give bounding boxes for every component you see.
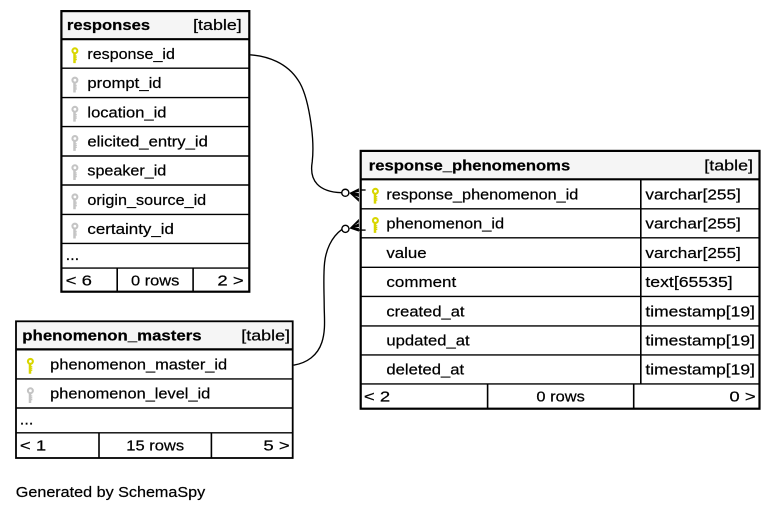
svg-text:15 rows: 15 rows (126, 437, 184, 454)
svg-text:response_phenomenoms: response_phenomenoms (369, 157, 570, 174)
svg-text:0 rows: 0 rows (131, 272, 179, 289)
svg-text:[table]: [table] (704, 157, 753, 174)
svg-text:timestamp[19]: timestamp[19] (645, 303, 755, 320)
svg-text:< 6: < 6 (66, 272, 92, 289)
svg-text:origin_source_id: origin_source_id (87, 192, 206, 209)
svg-text:...: ... (66, 247, 80, 264)
svg-text:[table]: [table] (193, 17, 242, 34)
svg-text:varchar[255]: varchar[255] (645, 216, 740, 233)
svg-text:phenomenon_masters: phenomenon_masters (22, 328, 201, 345)
svg-text:comment: comment (386, 274, 457, 291)
svg-text:location_id: location_id (87, 104, 166, 121)
svg-text:updated_at: updated_at (386, 333, 470, 350)
svg-text:varchar[255]: varchar[255] (645, 186, 740, 203)
svg-text:created_at: created_at (386, 303, 465, 320)
svg-text:0 >: 0 > (729, 389, 756, 406)
svg-text:prompt_id: prompt_id (87, 75, 161, 92)
svg-text:response_phenomenon_id: response_phenomenon_id (386, 186, 578, 203)
svg-text:< 1: < 1 (20, 437, 46, 454)
svg-text:< 2: < 2 (364, 389, 390, 406)
svg-text:...: ... (20, 412, 34, 429)
svg-text:0 rows: 0 rows (536, 389, 584, 406)
svg-text:text[65535]: text[65535] (645, 274, 732, 291)
svg-text:speaker_id: speaker_id (87, 163, 166, 180)
svg-text:deleted_at: deleted_at (386, 362, 465, 379)
svg-text:certainty_id: certainty_id (87, 221, 174, 238)
svg-text:timestamp[19]: timestamp[19] (645, 362, 755, 379)
svg-text:elicited_entry_id: elicited_entry_id (87, 134, 207, 151)
svg-text:phenomenon_level_id: phenomenon_level_id (50, 386, 210, 403)
svg-text:5 >: 5 > (263, 437, 290, 454)
svg-text:Generated by SchemaSpy: Generated by SchemaSpy (16, 484, 206, 501)
svg-text:2 >: 2 > (217, 272, 244, 289)
svg-text:response_id: response_id (87, 46, 174, 63)
svg-text:phenomenon_master_id: phenomenon_master_id (50, 356, 227, 373)
svg-text:[table]: [table] (241, 328, 290, 345)
svg-text:timestamp[19]: timestamp[19] (645, 333, 755, 350)
svg-text:varchar[255]: varchar[255] (645, 245, 740, 262)
svg-text:phenomenon_id: phenomenon_id (386, 216, 504, 233)
svg-text:responses: responses (67, 17, 150, 34)
svg-text:value: value (386, 245, 426, 262)
